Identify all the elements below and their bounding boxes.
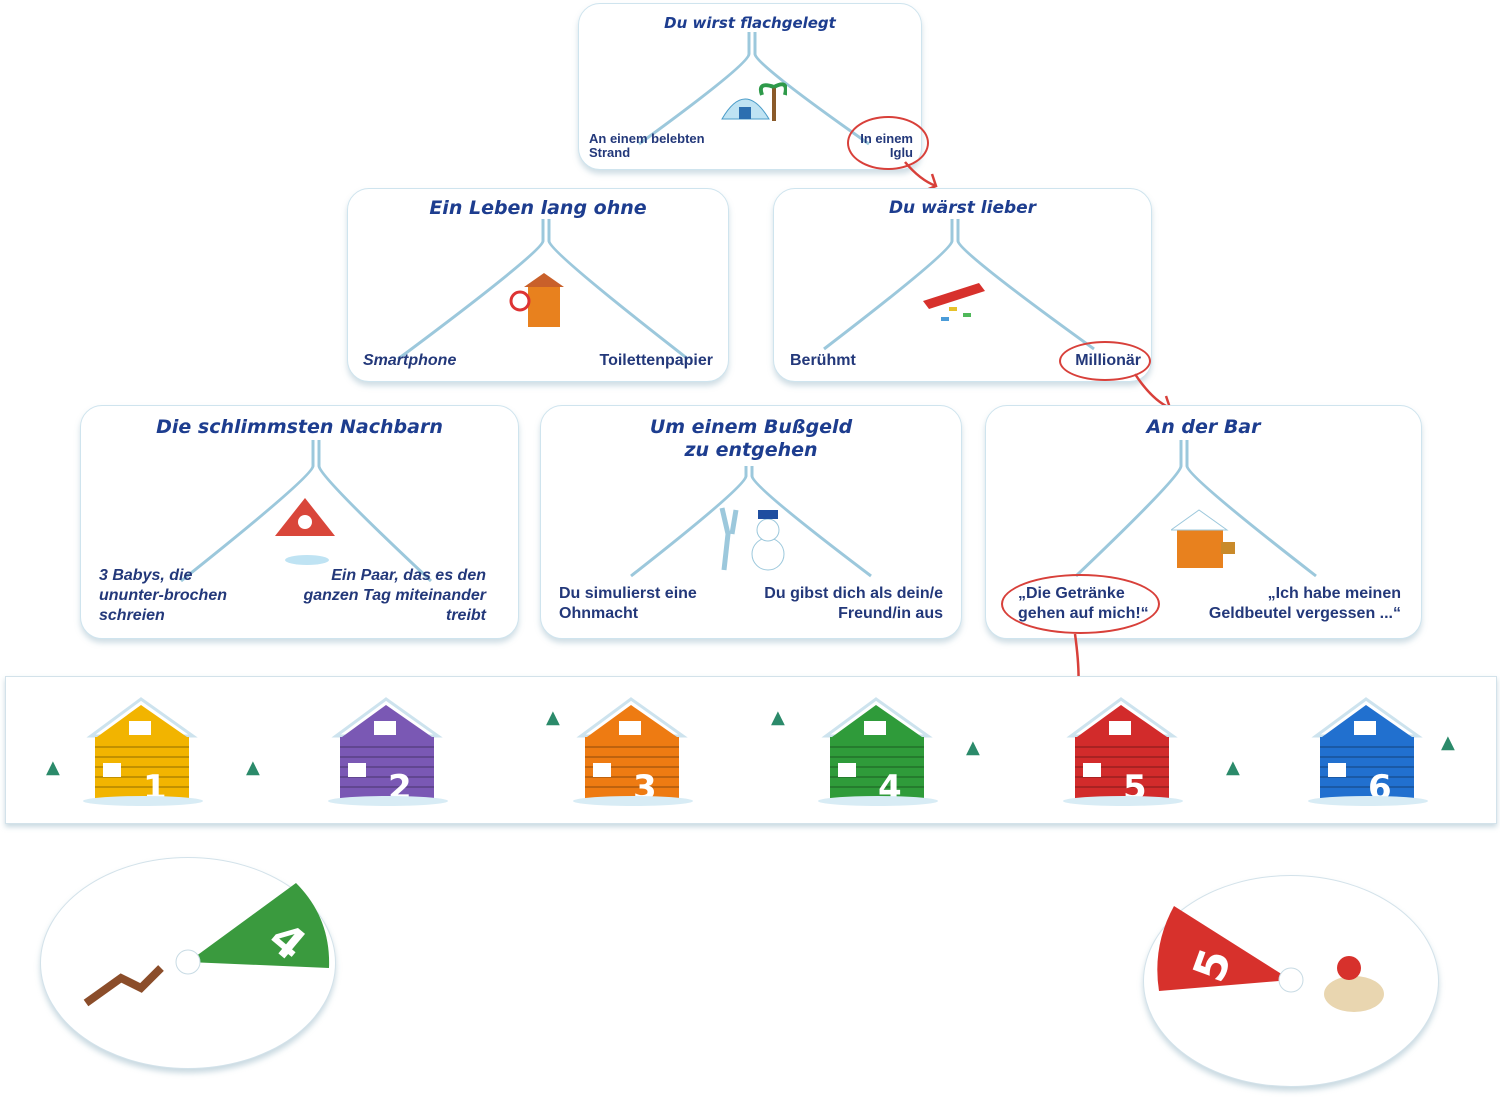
snowman-bunny-icon [719,507,785,571]
wedge-4: 4 [83,883,330,1007]
option-left[interactable]: Berühmt [790,352,856,369]
selection-circle [847,116,929,170]
igloo-palm-icon [721,82,787,121]
option-left[interactable]: 3 Babys, die ununter-brochen schreien [99,567,227,624]
ski-tracks [823,219,1095,351]
card-title: Die schlimmsten Nachbarn [156,416,443,438]
option-right[interactable]: Ein Paar, das es den ganzen Tag miteinan… [303,567,486,624]
question-card-5: Um einem Bußgeld zu entgehen Du simulier… [540,405,962,639]
wedge-5: 5 [1157,906,1384,1012]
tree-icon: ▲ [46,757,60,778]
tree-icon: ▲ [1441,732,1455,753]
selection-circle [1059,341,1151,381]
village-board: ▲ ▲ ▲ ▲ ▲ ▲ ▲ 1 2 3 4 5 6 [5,676,1497,824]
option-right[interactable]: Toilettenpapier [599,352,714,369]
question-card-6: An der Bar „Die Getränke gehen auf mich!… [985,405,1422,639]
option-right[interactable]: „Ich habe meinen Geldbeutel vergessen ..… [1208,585,1401,622]
card-title: An der Bar [1146,416,1261,438]
question-card-4: Die schlimmsten Nachbarn 3 Babys, die un… [80,405,519,639]
card-title: Ein Leben lang ohne [429,197,647,219]
spinner-disc-left[interactable]: 4 [40,857,336,1069]
house-2: 2 [326,691,451,808]
ski-tracks [397,219,689,361]
option-left[interactable]: Du simulierst eine Ohnmacht [559,585,697,622]
ski-tracks [1074,440,1317,578]
card-title: Um einem Bußgeld zu entgehen [649,416,853,461]
ski-tracks [638,32,870,146]
ski-tracks [180,440,433,583]
card-title: Du wirst flachgelegt [664,14,836,32]
option-left[interactable]: Smartphone [363,352,457,369]
tent-icon [275,498,335,565]
house-6: 6 [1306,691,1431,808]
spinner-disc-right[interactable]: 5 [1143,875,1439,1087]
house-1: 1 [81,691,206,808]
selection-circle [1001,574,1160,634]
option-right[interactable]: Du gibst dich als dein/e Freund/in aus [764,585,943,622]
tree-icon: ▲ [546,707,560,728]
ski-tracks [630,466,872,578]
card-title: Du wärst lieber [888,198,1037,218]
tree-icon: ▲ [771,707,785,728]
tree-icon: ▲ [966,737,980,758]
outhouse-icon [509,273,564,327]
house-3: 3 [571,691,696,808]
santa-bathtub-icon [1324,976,1384,1012]
house-4: 4 [816,691,941,808]
cabin-icon [1171,509,1235,568]
tree-icon: ▲ [246,757,260,778]
house-5: 5 [1061,691,1186,808]
question-card-2: Ein Leben lang ohne Smartphone Toiletten… [347,188,729,382]
sports-car-icon [923,283,985,321]
tree-icon: ▲ [1226,757,1240,778]
option-left[interactable]: An einem belebten Strand [589,131,705,160]
reindeer-icon [83,965,164,1007]
question-card-1: Du wirst flachgelegt An einem belebten S… [578,3,929,170]
question-card-3: Du wärst lieber Berühmt Millionär [773,188,1152,382]
